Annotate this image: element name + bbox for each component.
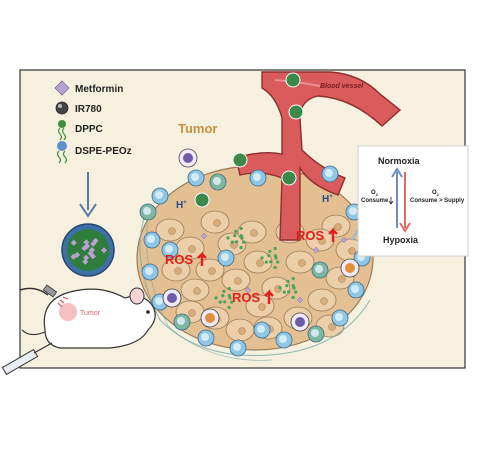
nanoparticle-large xyxy=(61,223,115,277)
oxygen-box: Normoxia Hypoxia O2 Consume O2 Consume >… xyxy=(357,145,469,257)
ros-label: ROS xyxy=(232,289,274,305)
immune-cell xyxy=(321,165,339,183)
legend-item-metformin: Metformin xyxy=(54,80,123,96)
hypoxia-label: Hypoxia xyxy=(383,235,419,245)
lipid-icon xyxy=(57,120,67,141)
mouse-tumor-label: Tumor xyxy=(80,310,101,317)
mouse-tumor xyxy=(59,303,77,321)
legend: Metformin IR780 DPPC DSPE-PEOz xyxy=(54,80,132,164)
consume-right-label: Consume > Supply xyxy=(410,198,465,204)
metformin-icon xyxy=(340,236,348,244)
immune-cell xyxy=(331,309,349,327)
tumor-cell xyxy=(225,318,255,342)
nanoparticle xyxy=(281,170,297,186)
immune-cell xyxy=(290,312,310,332)
nanoparticle xyxy=(285,72,301,88)
immune-cell xyxy=(161,241,179,259)
legend-item-dppc: DPPC xyxy=(57,120,103,141)
consume-left-label: Consume xyxy=(361,198,389,204)
mouse: Tumor xyxy=(1,284,156,376)
up-arrow-icon xyxy=(264,289,274,304)
blood-vessel: Blood vessel xyxy=(194,71,402,241)
metformin-icon xyxy=(244,286,252,294)
tumor-cell xyxy=(161,258,191,282)
immune-cell xyxy=(143,231,161,249)
immune-cell xyxy=(311,261,329,279)
svg-text:DSPE-PEOz: DSPE-PEOz xyxy=(75,146,132,157)
down-arrow-icon xyxy=(388,197,394,205)
metformin-icon xyxy=(312,246,320,254)
nanoparticle xyxy=(194,192,210,208)
ros-label: ROS xyxy=(165,251,207,267)
blood-vessel-label: Blood vessel xyxy=(320,83,364,90)
tumor-cell xyxy=(221,268,251,292)
legend-item-dspe-peoz: DSPE-PEOz xyxy=(56,141,132,164)
svg-text:Metformin: Metformin xyxy=(75,84,123,95)
tumor-label: Tumor xyxy=(178,121,217,136)
immune-cell xyxy=(253,321,271,339)
immune-cell xyxy=(197,329,215,347)
assembly-arrow xyxy=(79,172,97,218)
metformin-icon xyxy=(200,232,208,240)
immune-cell xyxy=(209,173,227,191)
tumor-cell xyxy=(307,288,337,312)
nanoparticle xyxy=(232,152,248,168)
immune-cell xyxy=(200,308,220,328)
sphere-icon xyxy=(55,101,69,115)
nanoparticle xyxy=(288,104,304,120)
immune-cell xyxy=(307,325,325,343)
immune-cell xyxy=(347,281,365,299)
normoxia-label: Normoxia xyxy=(378,156,421,166)
proton-label-left: H+ xyxy=(176,200,187,211)
immune-cell xyxy=(275,331,293,349)
immune-cell xyxy=(151,187,169,205)
svg-text:ROS: ROS xyxy=(296,228,325,243)
syringe-icon xyxy=(1,342,53,376)
tumor-cell xyxy=(180,278,210,302)
svg-text:O2: O2 xyxy=(432,190,440,197)
immune-cell xyxy=(249,169,267,187)
metformin-icon xyxy=(296,296,304,304)
svg-text:ROS: ROS xyxy=(165,252,194,267)
immune-cell xyxy=(217,249,235,267)
svg-text:DPPC: DPPC xyxy=(75,124,103,135)
tumor-cell xyxy=(175,236,205,260)
tumor-cell xyxy=(243,250,273,274)
ros-label: ROS xyxy=(296,227,338,243)
tumor-cell xyxy=(245,294,275,318)
immune-cell xyxy=(173,313,191,331)
svg-text:O2: O2 xyxy=(371,190,379,197)
immune-cells xyxy=(139,148,371,357)
legend-item-ir780: IR780 xyxy=(55,101,102,115)
up-arrow-icon xyxy=(328,227,338,242)
tumor-cell xyxy=(285,250,315,274)
diamond-icon xyxy=(54,80,70,96)
tumor-cell xyxy=(200,210,230,234)
proton-label-right: H+ xyxy=(322,194,333,205)
immune-cell xyxy=(229,339,247,357)
immune-cell xyxy=(139,203,157,221)
tumor-cell xyxy=(155,218,185,242)
immune-cell xyxy=(162,288,182,308)
immune-cell xyxy=(340,258,360,278)
lipid-icon xyxy=(56,141,68,164)
svg-text:IR780: IR780 xyxy=(75,104,102,115)
tumor-cell xyxy=(237,220,267,244)
immune-cell xyxy=(178,148,198,168)
immune-cell xyxy=(187,169,205,187)
immune-cell xyxy=(141,263,159,281)
up-arrow-icon xyxy=(197,251,207,266)
svg-text:ROS: ROS xyxy=(232,290,261,305)
